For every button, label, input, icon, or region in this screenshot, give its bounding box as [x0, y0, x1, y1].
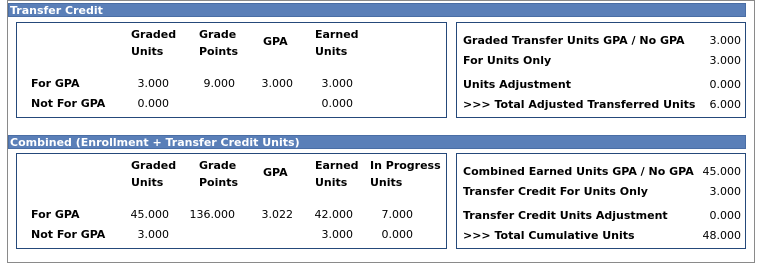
combined-header-in-progress-units: In Progress Units	[370, 159, 441, 189]
summary-value-units-only: 3.000	[709, 54, 742, 67]
combined-not-for-gpa-earned-units: 3.000	[321, 228, 354, 241]
combined-units-header: Combined (Enrollment + Transfer Credit U…	[8, 135, 746, 149]
combined-row-label-not-for-gpa: Not For GPA	[31, 228, 106, 241]
header-graded-units: Graded Units	[131, 28, 177, 58]
for-gpa-earned-units: 3.000	[321, 77, 354, 90]
combined-summary-value-adjustment: 0.000	[709, 209, 742, 222]
combined-summary-label-earned: Combined Earned Units GPA / No GPA	[463, 165, 694, 178]
combined-not-for-gpa-graded-units: 3.000	[137, 228, 170, 241]
combined-row-label-for-gpa: For GPA	[31, 208, 80, 221]
not-for-gpa-graded-units: 0.000	[137, 97, 170, 110]
summary-value-total-adjusted: 6.000	[709, 98, 742, 111]
combined-summary-label-adjustment: Transfer Credit Units Adjustment	[463, 209, 668, 222]
combined-summary-value-units-only: 3.000	[709, 185, 742, 198]
combined-summary-value-total: 48.000	[702, 229, 742, 242]
combined-for-gpa-in-progress: 7.000	[381, 208, 414, 221]
for-gpa-grade-points: 9.000	[203, 77, 236, 90]
combined-not-for-gpa-in-progress: 0.000	[381, 228, 414, 241]
row-label-for-gpa: For GPA	[31, 77, 80, 90]
combined-header-gpa: GPA	[263, 166, 288, 179]
not-for-gpa-earned-units: 0.000	[321, 97, 354, 110]
header-grade-points: Grade Points	[199, 28, 239, 58]
combined-units-box: Graded Units Grade Points GPA Earned Uni…	[16, 153, 447, 249]
summary-value-graded-transfer: 3.000	[709, 34, 742, 47]
transfer-credit-units-box: Graded Units Grade Points GPA Earned Uni…	[16, 22, 447, 118]
combined-summary-label-units-only: Transfer Credit For Units Only	[463, 185, 648, 198]
header-earned-units: Earned Units	[315, 28, 359, 58]
for-gpa-graded-units: 3.000	[137, 77, 170, 90]
transfer-credit-header: Transfer Credit	[8, 3, 746, 17]
transfer-credit-summary-box: Graded Transfer Units GPA / No GPA 3.000…	[456, 22, 746, 118]
combined-for-gpa-earned-units: 42.000	[314, 208, 354, 221]
combined-summary-value-earned: 45.000	[702, 165, 742, 178]
row-label-not-for-gpa: Not For GPA	[31, 97, 106, 110]
combined-header-graded-units: Graded Units	[131, 159, 177, 189]
combined-header-earned-units: Earned Units	[315, 159, 359, 189]
header-gpa: GPA	[263, 35, 288, 48]
combined-for-gpa-grade-points: 136.000	[189, 208, 236, 221]
combined-header-grade-points: Grade Points	[199, 159, 239, 189]
summary-label-total-adjusted: >>> Total Adjusted Transferred Units	[463, 98, 696, 111]
summary-label-units-adjustment: Units Adjustment	[463, 78, 571, 91]
summary-value-units-adjustment: 0.000	[709, 78, 742, 91]
for-gpa-gpa: 3.000	[261, 77, 294, 90]
combined-summary-label-total: >>> Total Cumulative Units	[463, 229, 635, 242]
combined-for-gpa-gpa: 3.022	[261, 208, 294, 221]
combined-for-gpa-graded-units: 45.000	[130, 208, 170, 221]
summary-label-graded-transfer: Graded Transfer Units GPA / No GPA	[463, 34, 685, 47]
summary-label-units-only: For Units Only	[463, 54, 552, 67]
combined-summary-box: Combined Earned Units GPA / No GPA 45.00…	[456, 153, 746, 249]
